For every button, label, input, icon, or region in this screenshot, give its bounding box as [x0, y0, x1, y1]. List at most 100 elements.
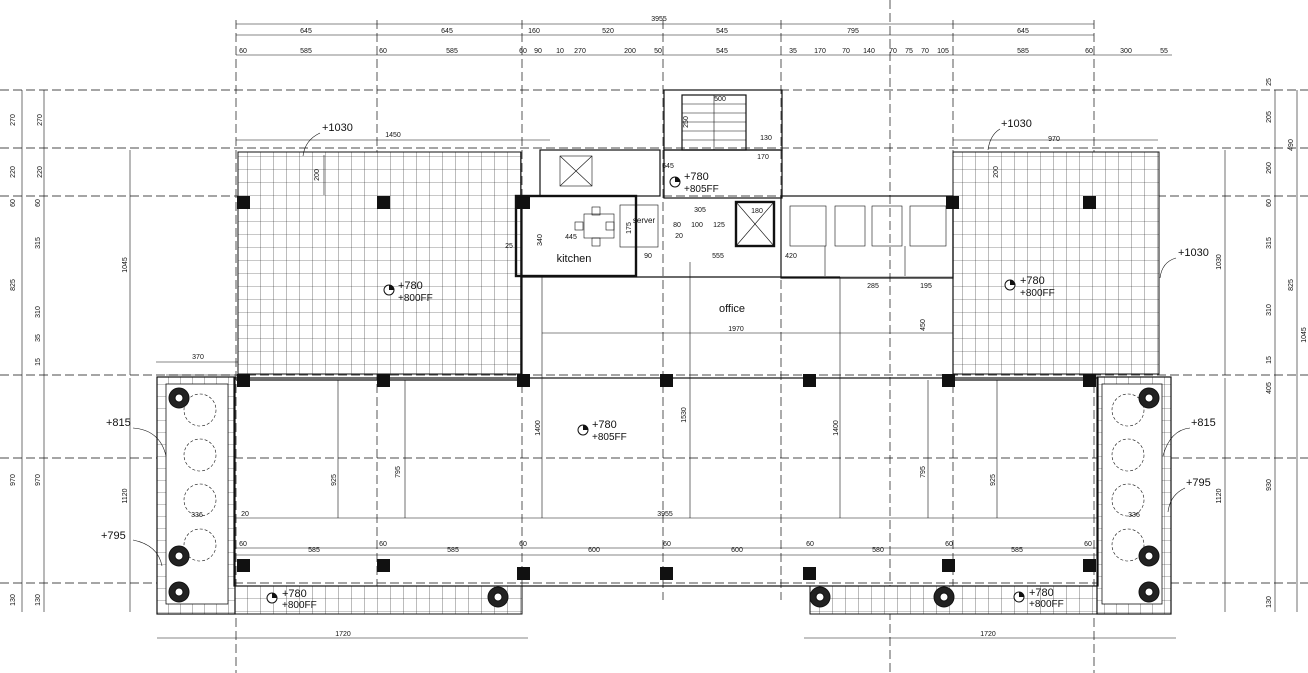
- svg-text:205: 205: [1266, 111, 1273, 123]
- svg-text:545: 545: [716, 48, 728, 55]
- svg-text:300: 300: [1120, 48, 1132, 55]
- svg-text:130: 130: [10, 594, 17, 606]
- svg-text:970: 970: [10, 474, 17, 486]
- svg-text:580: 580: [872, 547, 884, 554]
- svg-text:795: 795: [395, 466, 402, 478]
- svg-text:+800FF: +800FF: [1020, 288, 1055, 299]
- svg-text:10: 10: [556, 48, 564, 55]
- svg-text:25: 25: [1266, 78, 1273, 86]
- svg-text:60: 60: [519, 541, 527, 548]
- svg-text:445: 445: [565, 234, 577, 241]
- svg-text:420: 420: [785, 253, 797, 260]
- svg-text:140: 140: [863, 48, 875, 55]
- svg-text:15: 15: [35, 358, 42, 366]
- svg-text:+780: +780: [684, 171, 709, 183]
- svg-text:75: 75: [905, 48, 913, 55]
- svg-text:kitchen: kitchen: [557, 253, 592, 265]
- svg-text:+795: +795: [101, 530, 126, 542]
- svg-text:585: 585: [300, 48, 312, 55]
- svg-text:825: 825: [10, 279, 17, 291]
- svg-text:405: 405: [1266, 382, 1273, 394]
- svg-text:60: 60: [663, 541, 671, 548]
- svg-text:+805FF: +805FF: [592, 432, 627, 443]
- svg-text:645: 645: [300, 28, 312, 35]
- svg-text:60: 60: [10, 199, 17, 207]
- svg-text:+1030: +1030: [322, 122, 353, 134]
- svg-text:336: 336: [1128, 512, 1140, 519]
- svg-text:370: 370: [192, 354, 204, 361]
- svg-text:795: 795: [920, 466, 927, 478]
- svg-text:175: 175: [626, 222, 633, 234]
- svg-text:50: 50: [654, 48, 662, 55]
- svg-text:60: 60: [379, 541, 387, 548]
- core: 500 250 130 170 645 kitchen server 445 1…: [505, 89, 954, 290]
- office-area: office 1970 450 1530 1400 1400 925 795 7…: [241, 303, 997, 518]
- level-symbol-icon: [383, 284, 395, 296]
- svg-text:100: 100: [691, 222, 703, 229]
- svg-text:+780: +780: [1020, 275, 1045, 287]
- svg-text:200: 200: [993, 166, 1000, 178]
- svg-text:70: 70: [842, 48, 850, 55]
- svg-text:1045: 1045: [122, 257, 129, 273]
- svg-text:180: 180: [751, 208, 763, 215]
- svg-text:25: 25: [505, 243, 513, 250]
- svg-text:+815: +815: [1191, 417, 1216, 429]
- svg-text:+780: +780: [398, 280, 423, 292]
- svg-text:340: 340: [537, 234, 544, 246]
- svg-text:490: 490: [1288, 139, 1295, 151]
- svg-text:1030: 1030: [1216, 254, 1223, 270]
- svg-text:55: 55: [1160, 48, 1168, 55]
- svg-text:90: 90: [644, 253, 652, 260]
- svg-text:+780: +780: [282, 588, 307, 600]
- svg-text:260: 260: [1266, 162, 1273, 174]
- right-dimensions: 25 205 260 60 315 310 15 405 930 130 490…: [1216, 78, 1308, 612]
- svg-text:+1030: +1030: [1001, 118, 1032, 130]
- svg-text:60: 60: [1085, 48, 1093, 55]
- svg-text:600: 600: [588, 547, 600, 554]
- svg-text:585: 585: [308, 547, 320, 554]
- svg-text:+800FF: +800FF: [1029, 599, 1064, 610]
- svg-text:520: 520: [602, 28, 614, 35]
- svg-text:270: 270: [10, 114, 17, 126]
- svg-text:3955: 3955: [657, 511, 673, 518]
- svg-text:170: 170: [757, 154, 769, 161]
- svg-text:795: 795: [847, 28, 859, 35]
- level-symbol-icon: [669, 176, 681, 188]
- balcony-strip-left: [231, 585, 523, 615]
- svg-text:220: 220: [10, 166, 17, 178]
- svg-text:825: 825: [1288, 279, 1295, 291]
- svg-text:200: 200: [624, 48, 636, 55]
- svg-text:170: 170: [814, 48, 826, 55]
- svg-text:645: 645: [662, 163, 674, 170]
- svg-text:1400: 1400: [833, 420, 840, 436]
- level-symbol-icon: [1004, 279, 1016, 291]
- svg-text:1450: 1450: [385, 132, 401, 139]
- svg-text:60: 60: [239, 48, 247, 55]
- svg-text:545: 545: [716, 28, 728, 35]
- svg-text:70: 70: [889, 48, 897, 55]
- roof-terrace-left: 1450 200: [236, 132, 550, 375]
- svg-text:585: 585: [447, 547, 459, 554]
- svg-text:130: 130: [35, 594, 42, 606]
- svg-text:645: 645: [1017, 28, 1029, 35]
- svg-text:925: 925: [990, 474, 997, 486]
- svg-text:925: 925: [331, 474, 338, 486]
- svg-text:1120: 1120: [1216, 488, 1223, 503]
- svg-text:70: 70: [921, 48, 929, 55]
- svg-text:20: 20: [675, 233, 683, 240]
- svg-text:35: 35: [789, 48, 797, 55]
- planter-left: 370 336: [156, 354, 238, 615]
- svg-text:555: 555: [712, 253, 724, 260]
- svg-text:20: 20: [241, 511, 249, 518]
- svg-text:60: 60: [519, 48, 527, 55]
- svg-text:+780: +780: [1029, 587, 1054, 599]
- svg-text:105: 105: [937, 48, 949, 55]
- svg-text:585: 585: [1011, 547, 1023, 554]
- svg-text:250: 250: [683, 116, 690, 128]
- svg-text:130: 130: [760, 135, 772, 142]
- svg-text:500: 500: [714, 96, 726, 103]
- svg-text:3955: 3955: [651, 16, 667, 23]
- svg-text:+795: +795: [1186, 477, 1211, 489]
- svg-text:15: 15: [1266, 356, 1273, 364]
- roof-terrace-right: 970 200: [952, 136, 1160, 375]
